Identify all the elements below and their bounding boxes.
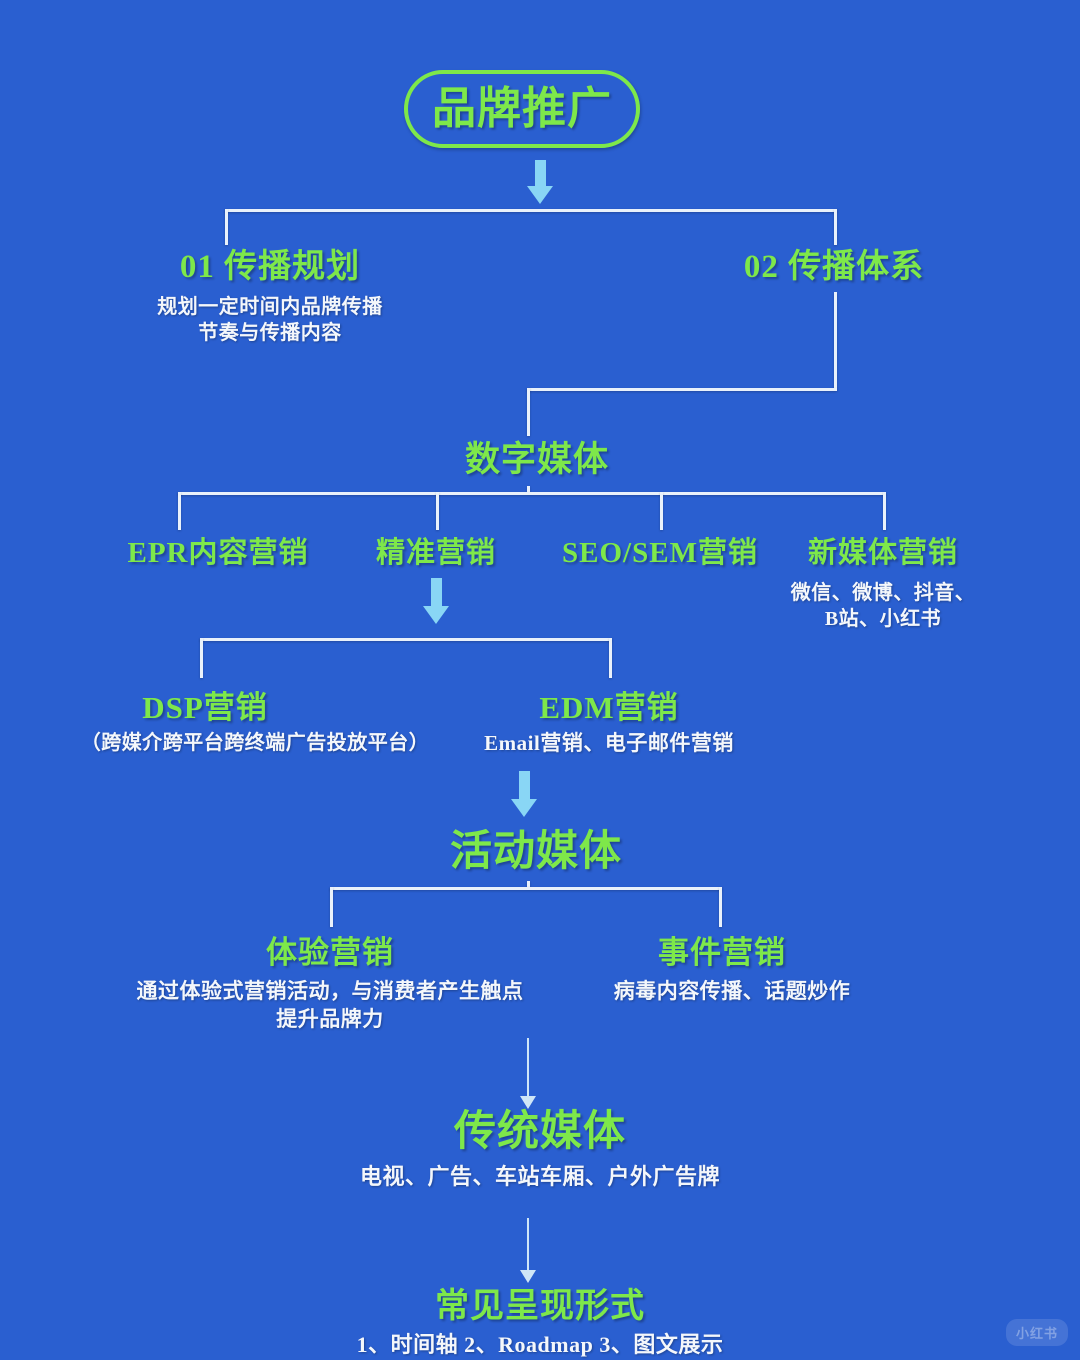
node-edm-label: EDM营销 xyxy=(539,690,679,725)
node-event-media-label: 活动媒体 xyxy=(449,829,622,875)
root-node-label: 品牌推广 xyxy=(432,84,612,133)
connector-root-left-drop xyxy=(225,209,228,245)
connector-precision-children-horizontal xyxy=(200,638,612,641)
connector-digital-children-horizontal xyxy=(178,492,886,495)
node-epr-label: EPR内容营销 xyxy=(127,537,309,569)
connector-system-vertical xyxy=(834,292,837,389)
connector-digital-media-stem xyxy=(527,486,530,493)
connector-system-to-digital-horizontal xyxy=(527,388,837,391)
node-digital-media-label: 数字媒体 xyxy=(464,440,609,479)
xiaohongshu-watermark: 小红书 xyxy=(1005,1319,1068,1346)
connector-experience-drop xyxy=(330,887,333,927)
arrow-edm-to-event-media xyxy=(511,771,537,819)
node-common-forms-desc: 1、时间轴 2、Roadmap 3、图文展示 xyxy=(356,1332,724,1357)
node-seosem-label: SEO/SEM营销 xyxy=(562,537,758,569)
arrow-to-common-forms xyxy=(520,1218,536,1284)
arrow-root-to-split xyxy=(527,160,553,204)
connector-precision-drop xyxy=(436,492,439,530)
connector-event-children-horizontal xyxy=(330,887,722,890)
node-traditional-media-desc: 电视、广告、车站车厢、户外广告牌 xyxy=(359,1164,720,1189)
node-newmedia-label: 新媒体营销 xyxy=(807,537,958,569)
node-edm-desc: Email营销、电子邮件营销 xyxy=(484,731,734,755)
arrow-precision-to-children xyxy=(423,578,449,626)
connector-newmedia-drop xyxy=(883,492,886,530)
connector-epr-drop xyxy=(178,492,181,530)
connector-seosem-drop xyxy=(660,492,663,530)
node-event-marketing-label: 事件营销 xyxy=(658,935,786,970)
node-precision-label: 精准营销 xyxy=(375,537,496,569)
node-communication-system-label: 02 传播体系 xyxy=(743,249,925,285)
root-node-pill xyxy=(404,70,640,148)
node-traditional-media-label: 传统媒体 xyxy=(453,1109,626,1155)
connector-event-drop xyxy=(719,887,722,927)
connector-dsp-drop xyxy=(200,638,203,678)
node-experience-marketing-label: 体验营销 xyxy=(266,935,394,970)
node-dsp-desc: （跨媒介跨平台跨终端广告投放平台） xyxy=(80,732,430,754)
node-communication-planning-label: 01 传播规划 xyxy=(179,249,361,285)
node-communication-planning-desc: 规划一定时间内品牌传播节奏与传播内容 xyxy=(157,296,383,345)
node-common-forms-label: 常见呈现形式 xyxy=(435,1288,645,1325)
node-newmedia-desc: 微信、微博、抖音、B站、小红书 xyxy=(790,582,976,631)
connector-root-right-drop xyxy=(834,209,837,245)
arrow-to-traditional-media xyxy=(520,1038,536,1110)
connector-root-horizontal xyxy=(225,209,837,212)
connector-event-media-stem xyxy=(527,881,530,888)
node-dsp-label: DSP营销 xyxy=(142,690,268,725)
connector-digital-drop xyxy=(527,388,530,436)
connector-edm-drop xyxy=(609,638,612,678)
node-event-marketing-desc: 病毒内容传播、话题炒作 xyxy=(613,979,851,1003)
node-experience-marketing-desc: 通过体验式营销活动，与消费者产生触点提升品牌力 xyxy=(136,979,524,1031)
